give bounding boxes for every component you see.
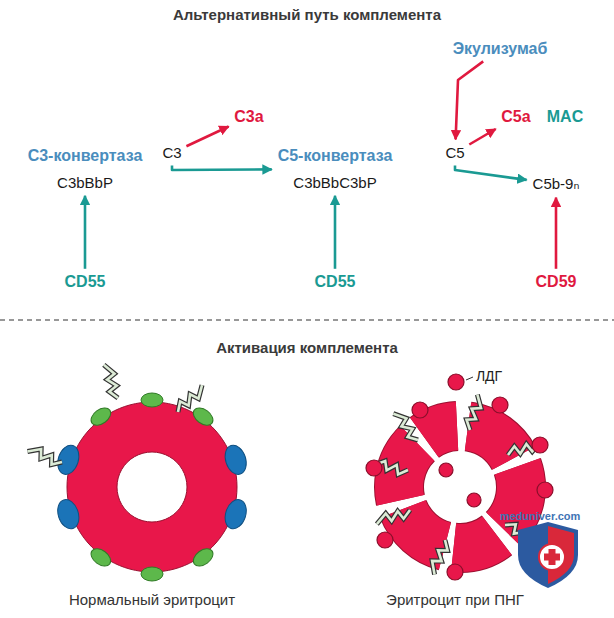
- complex-label: C5b-9ₙ: [530, 173, 583, 194]
- pathway-arrow: [334, 196, 337, 269]
- node-heading: C3a: [234, 108, 263, 126]
- ldh-label: ЛДГ: [476, 368, 502, 384]
- node-heading: CD59: [536, 273, 577, 291]
- node-formula: C3bBbP: [28, 174, 143, 191]
- pathway-arrow: [456, 61, 484, 139]
- node-formula: C3bBbC3bP: [278, 174, 393, 191]
- node-heading: CD55: [315, 273, 356, 291]
- pathway-arrow: [172, 166, 272, 170]
- node-heading: CD55: [65, 273, 106, 291]
- node-heading: C5b-9ₙ: [533, 175, 580, 192]
- drug-label: Экулизумаб: [450, 38, 551, 60]
- diagram-title: Альтернативный путь комплемента: [173, 6, 441, 23]
- substrate-label: C5: [442, 142, 467, 163]
- product-label: C3a: [231, 106, 266, 128]
- pathway-arrow: [84, 196, 87, 269]
- product-label: C5a: [498, 106, 533, 128]
- convertase-label: C3-конвертазаC3bBbP: [25, 145, 146, 193]
- substrate-label: C3: [159, 142, 184, 163]
- regulator-label: CD59: [533, 271, 580, 293]
- section-heading: Активация комплемента: [216, 339, 398, 356]
- pathway-arrow: [186, 127, 228, 147]
- figure-caption: Эритроцит при ПНГ: [386, 591, 524, 608]
- node-heading: Экулизумаб: [453, 40, 548, 58]
- pathway-arrow: [469, 129, 495, 145]
- convertase-label: C5-конвертазаC3bBbC3bP: [275, 145, 396, 193]
- figure-caption: Нормальный эритроцит: [69, 591, 235, 608]
- node-heading: C5-конвертаза: [278, 147, 393, 165]
- node-heading: C5a: [501, 108, 530, 126]
- mac-label: MAC: [547, 108, 583, 126]
- node-heading: C3: [162, 144, 181, 161]
- normal-erythrocyte: [26, 362, 250, 581]
- regulator-label: CD55: [312, 271, 359, 293]
- node-heading: C3-конвертаза: [28, 147, 143, 165]
- watermark: meduniver.com: [500, 510, 581, 523]
- regulator-label: CD55: [62, 271, 109, 293]
- divider-line: [0, 319, 614, 321]
- watermark-logo: [518, 522, 578, 588]
- pathway-arrow: [455, 166, 527, 180]
- node-heading: C5: [445, 144, 464, 161]
- pathway-arrow: [555, 198, 558, 269]
